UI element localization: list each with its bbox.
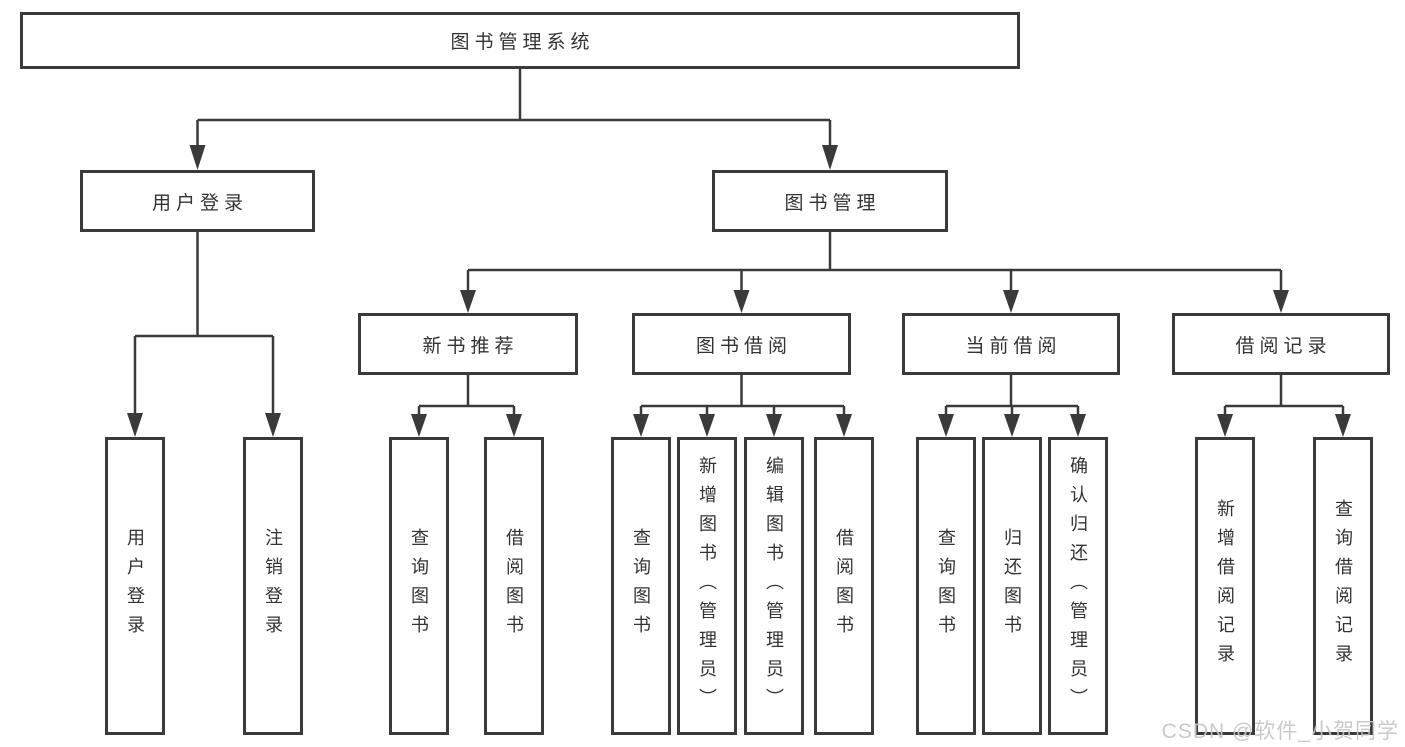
- leaf-logout-label: 注销登录: [263, 528, 283, 644]
- node-root-label: 图书管理系统: [450, 32, 595, 53]
- leaf-query-borrow-record: 查询借阅记录: [1313, 437, 1373, 735]
- leaf-query-books-recommend-label: 查询图书: [409, 528, 429, 644]
- node-user-login-label: 用户登录: [151, 192, 248, 214]
- leaf-query-books-borrowing-label: 查询图书: [631, 528, 651, 644]
- leaf-add-book-admin: 新增图书（管理员）: [677, 437, 737, 735]
- node-current-borrowing-label: 当前借阅: [965, 335, 1062, 357]
- leaf-add-borrow-record: 新增借阅记录: [1195, 437, 1255, 735]
- node-root: 图书管理系统: [20, 12, 1020, 69]
- leaf-return-books-label: 归还图书: [1002, 528, 1022, 644]
- leaf-query-books-current: 查询图书: [916, 437, 976, 735]
- leaf-borrow-books-recommend-label: 借阅图书: [504, 528, 524, 644]
- leaf-user-login-label: 用户登录: [125, 528, 145, 644]
- node-book-borrowing: 图书借阅: [632, 313, 851, 375]
- leaf-borrow-books-recommend: 借阅图书: [484, 437, 544, 735]
- node-user-login: 用户登录: [80, 170, 315, 232]
- leaf-return-books: 归还图书: [982, 437, 1042, 735]
- leaf-query-books-recommend: 查询图书: [389, 437, 449, 735]
- leaf-user-login: 用户登录: [105, 437, 165, 735]
- node-new-book-recommendation: 新书推荐: [358, 313, 578, 375]
- leaf-borrow-books-borrowing-label: 借阅图书: [834, 528, 854, 644]
- node-current-borrowing: 当前借阅: [902, 313, 1120, 375]
- leaf-query-books-borrowing: 查询图书: [611, 437, 671, 735]
- leaf-confirm-return-admin-label: 确认归还（管理员）: [1068, 455, 1088, 717]
- leaf-borrow-books-borrowing: 借阅图书: [814, 437, 874, 735]
- leaf-edit-book-admin: 编辑图书（管理员）: [744, 437, 804, 735]
- node-borrowing-records-label: 借阅记录: [1235, 335, 1332, 357]
- node-book-borrowing-label: 图书借阅: [695, 335, 792, 357]
- watermark: CSDN @软件_小贺同学: [1161, 720, 1399, 743]
- node-new-book-recommendation-label: 新书推荐: [422, 335, 519, 357]
- connector-paths: [133, 69, 1345, 416]
- node-book-management: 图书管理: [712, 170, 948, 232]
- leaf-query-borrow-record-label: 查询借阅记录: [1333, 499, 1353, 673]
- leaf-add-borrow-record-label: 新增借阅记录: [1215, 499, 1235, 673]
- arrowhead-icons: [127, 145, 1351, 437]
- leaf-edit-book-admin-label: 编辑图书（管理员）: [764, 455, 784, 717]
- leaf-query-books-current-label: 查询图书: [936, 528, 956, 644]
- node-borrowing-records: 借阅记录: [1172, 313, 1390, 375]
- node-book-management-label: 图书管理: [784, 192, 881, 214]
- leaf-add-book-admin-label: 新增图书（管理员）: [697, 455, 717, 717]
- leaf-logout: 注销登录: [243, 437, 303, 735]
- leaf-confirm-return-admin: 确认归还（管理员）: [1048, 437, 1108, 735]
